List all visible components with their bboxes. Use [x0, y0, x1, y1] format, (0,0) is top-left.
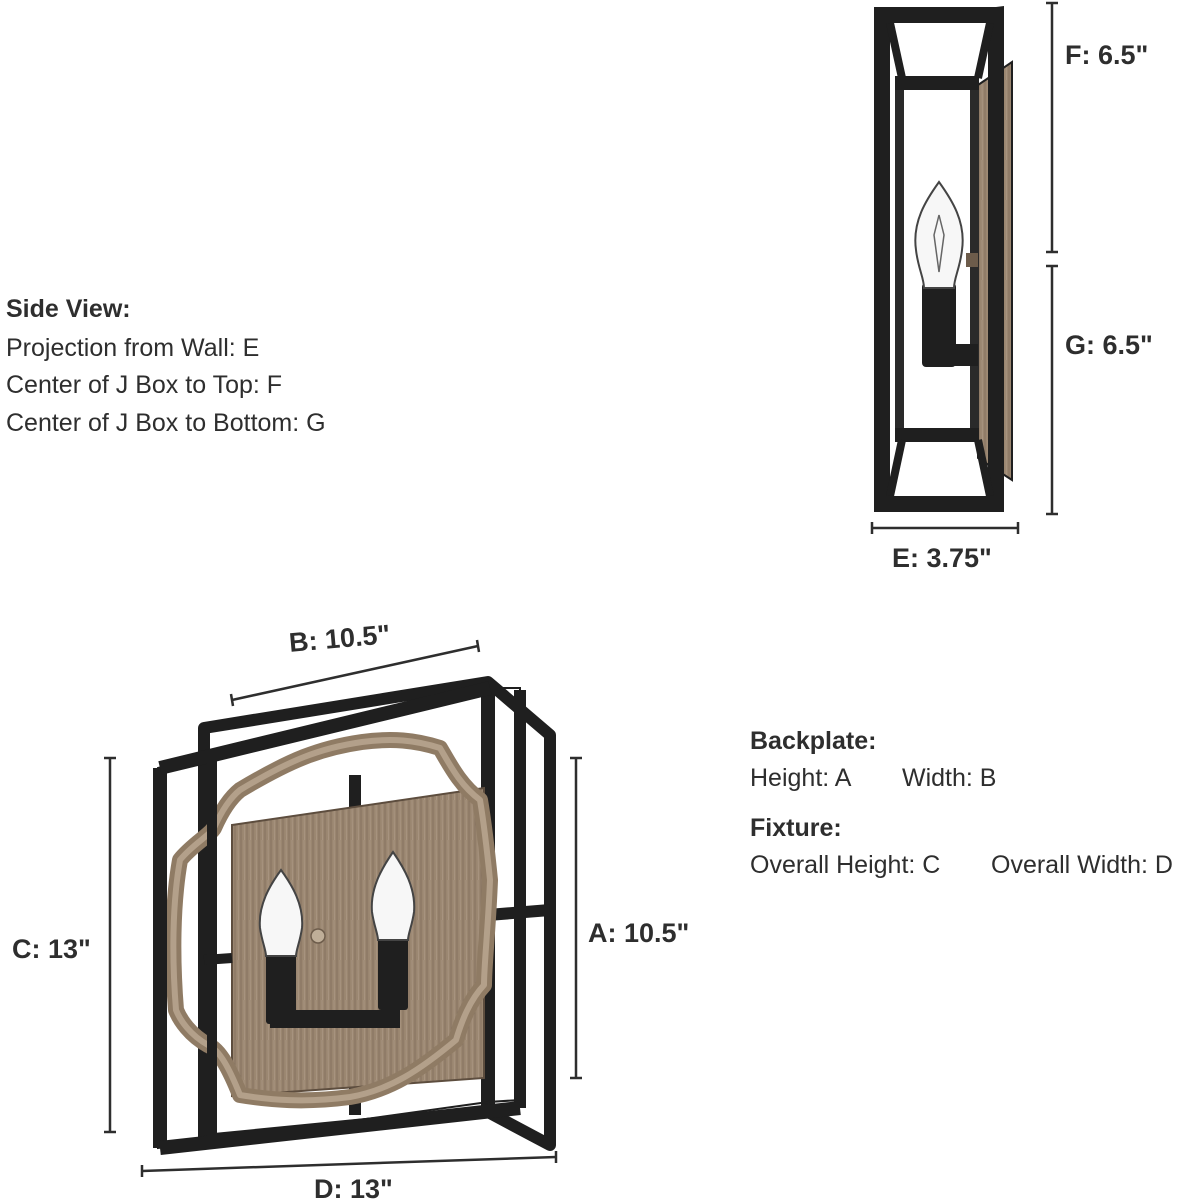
right-bulb — [370, 850, 416, 941]
side-view-line-projection: Projection from Wall: E — [6, 334, 260, 362]
dimension-e-label: E: 3.75" — [892, 543, 992, 573]
side-view-fixture — [874, 6, 1013, 512]
backplate-width: Width: B — [902, 764, 997, 792]
side-view-line-bottom: Center of J Box to Bottom: G — [6, 409, 326, 437]
front-view-dimension-lines — [104, 639, 582, 1177]
fixture-height: Overall Height: C — [750, 851, 941, 879]
dimension-c-label: C: 13" — [12, 934, 91, 964]
backplate-heading: Backplate: — [750, 727, 877, 755]
left-candle-socket — [266, 952, 296, 1024]
dimension-g-label: G: 6.5" — [1065, 330, 1153, 360]
dimension-a-label: A: 10.5" — [588, 918, 690, 948]
side-view-line-top: Center of J Box to Top: F — [6, 371, 283, 399]
right-candle-socket — [378, 938, 408, 1010]
dimension-f-label: F: 6.5" — [1065, 40, 1149, 70]
left-bulb — [258, 868, 304, 957]
front-view-fixture — [153, 676, 556, 1155]
fixture-heading: Fixture: — [750, 814, 842, 842]
dimension-d-label: D: 13" — [314, 1174, 393, 1204]
backplate-height: Height: A — [750, 764, 852, 792]
side-view-dimension-lines — [870, 1, 1058, 534]
side-view-heading: Side View: — [6, 295, 131, 323]
fixture-width: Overall Width: D — [991, 851, 1173, 879]
side-bulb — [914, 180, 964, 289]
